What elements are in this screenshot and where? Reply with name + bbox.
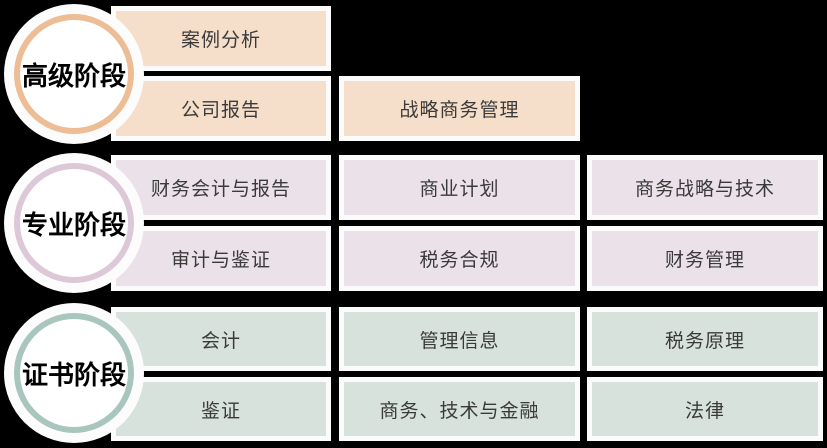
course-label: 会计 <box>200 330 241 352</box>
course-label: 商务、技术与金融 <box>379 400 540 422</box>
course-box-case-analysis: 案例分析 <box>111 6 331 71</box>
course-box-principles-of-taxation: 税务原理 <box>587 307 823 371</box>
stage-label-professional: 专业阶段 <box>21 209 126 240</box>
course-box-strategic-business-management: 战略商务管理 <box>339 76 580 141</box>
course-box-financial-accounting-reporting: 财务会计与报告 <box>111 155 331 220</box>
course-label: 财务管理 <box>664 250 745 271</box>
course-box-business-technology-finance: 商务、技术与金融 <box>339 377 580 441</box>
course-label: 公司报告 <box>180 100 261 121</box>
course-label: 财务会计与报告 <box>150 179 291 200</box>
course-label: 战略商务管理 <box>399 100 520 121</box>
course-label: 商业计划 <box>419 179 500 200</box>
stage-label-advanced: 高级阶段 <box>21 60 126 91</box>
stage-circle-certificate: 证书阶段 <box>14 313 134 433</box>
course-label: 税务原理 <box>664 330 745 352</box>
course-label: 鉴证 <box>200 400 241 422</box>
course-label: 法律 <box>684 400 725 422</box>
course-box-financial-management: 财务管理 <box>587 226 823 291</box>
course-box-corporate-reporting: 公司报告 <box>111 76 331 141</box>
course-box-law: 法律 <box>587 377 823 441</box>
stage-circle-professional: 专业阶段 <box>14 163 134 283</box>
course-box-business-planning: 商业计划 <box>339 155 580 220</box>
course-box-audit-assurance: 审计与鉴证 <box>111 226 331 291</box>
course-label: 案例分析 <box>180 30 261 51</box>
course-label: 审计与鉴证 <box>170 250 271 271</box>
course-box-business-strategy-technology: 商务战略与技术 <box>587 155 823 220</box>
course-label: 商务战略与技术 <box>634 179 775 200</box>
course-box-management-information: 管理信息 <box>339 307 580 371</box>
course-box-assurance: 鉴证 <box>111 377 331 441</box>
course-label: 管理信息 <box>419 330 500 352</box>
course-box-tax-compliance: 税务合规 <box>339 226 580 291</box>
stage-label-certificate: 证书阶段 <box>21 359 126 390</box>
stage-circle-advanced: 高级阶段 <box>14 14 134 134</box>
course-label: 税务合规 <box>419 250 500 271</box>
course-box-accounting: 会计 <box>111 307 331 371</box>
